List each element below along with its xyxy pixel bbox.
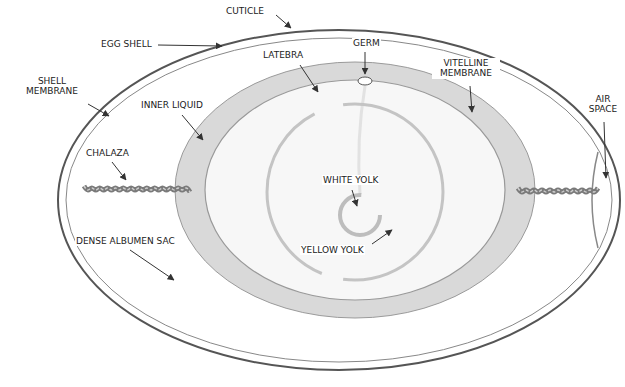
- leader-line: [470, 86, 472, 112]
- egg-shell: [58, 30, 620, 370]
- part-label: WHITE YOLK: [322, 175, 379, 185]
- part-label: AIR SPACE: [584, 94, 622, 115]
- leader-line: [352, 190, 357, 206]
- part-label: INNER LIQUID: [140, 100, 204, 110]
- yolk-layer: [267, 104, 443, 280]
- leader-line: [604, 122, 606, 178]
- leader-line: [158, 45, 222, 46]
- part-label: SHELL MEMBRANE: [15, 76, 89, 97]
- leader-line: [88, 104, 109, 116]
- white-yolk: [340, 195, 380, 235]
- yolk: [205, 80, 505, 300]
- leader-line: [276, 15, 291, 28]
- part-label: CHALAZA: [85, 148, 130, 158]
- inner-liquid: [175, 62, 535, 318]
- part-label: EGG SHELL: [100, 39, 153, 49]
- leader-line: [182, 115, 203, 140]
- part-label: YELLOW YOLK: [300, 245, 365, 255]
- chalaza-twist: [518, 188, 598, 192]
- part-label: GERM: [352, 38, 381, 48]
- leader-line: [300, 65, 318, 92]
- chalaza-twist: [84, 186, 190, 192]
- leader-line: [372, 230, 392, 244]
- chalaza-cord: [84, 186, 190, 192]
- leader-line: [112, 162, 126, 180]
- leader-line: [130, 250, 174, 280]
- germ: [358, 77, 372, 85]
- leader-line: [365, 52, 366, 74]
- part-label: DENSE ALBUMEN SAC: [75, 236, 176, 246]
- air-space: [592, 152, 598, 248]
- part-label: LATEBRA: [262, 50, 304, 60]
- shell-membrane: [66, 38, 612, 362]
- chalaza-cord: [518, 188, 598, 192]
- part-label: VITELLINE MEMBRANE: [432, 58, 500, 79]
- part-label: CUTICLE: [225, 6, 265, 16]
- chalaza: [84, 186, 598, 192]
